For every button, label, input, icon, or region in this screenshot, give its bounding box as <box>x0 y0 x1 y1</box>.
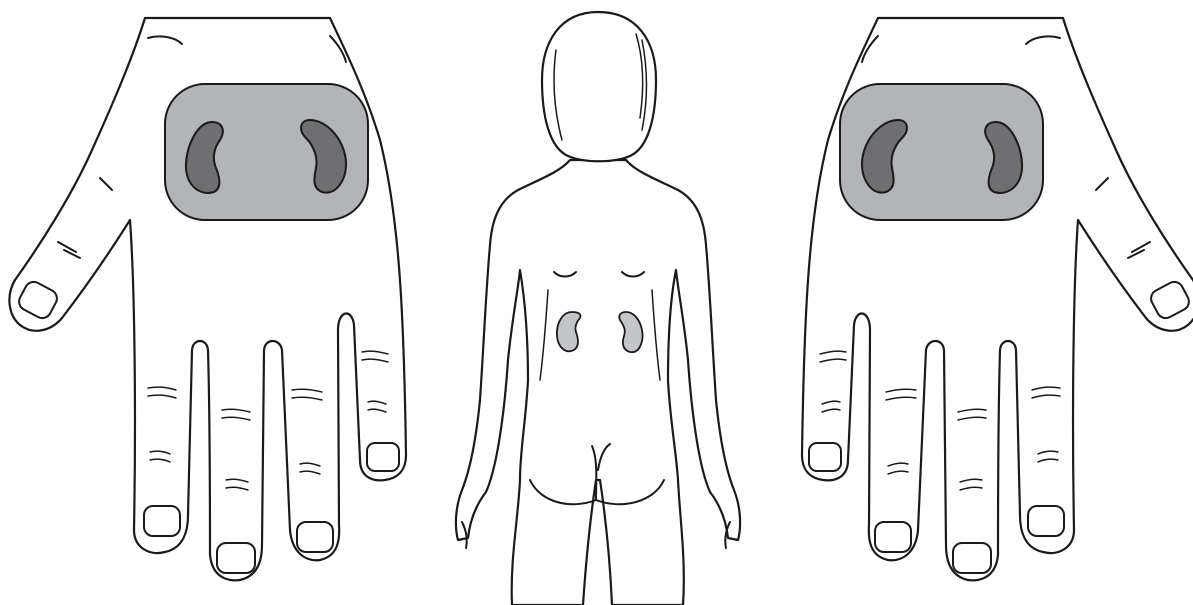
left-hand <box>9 18 406 580</box>
body-torso-outline <box>456 160 740 605</box>
left-ring-nail <box>297 522 333 552</box>
right-index-nail <box>1028 506 1064 536</box>
left-index-nail <box>144 506 180 536</box>
right-hand <box>802 18 1193 580</box>
body-back-view <box>456 12 740 605</box>
body-head <box>542 12 656 161</box>
right-little-nail <box>809 443 841 471</box>
right-ring-nail <box>875 522 911 552</box>
left-little-nail <box>367 443 399 471</box>
right-middle-nail <box>953 543 991 573</box>
left-middle-nail <box>217 543 255 573</box>
